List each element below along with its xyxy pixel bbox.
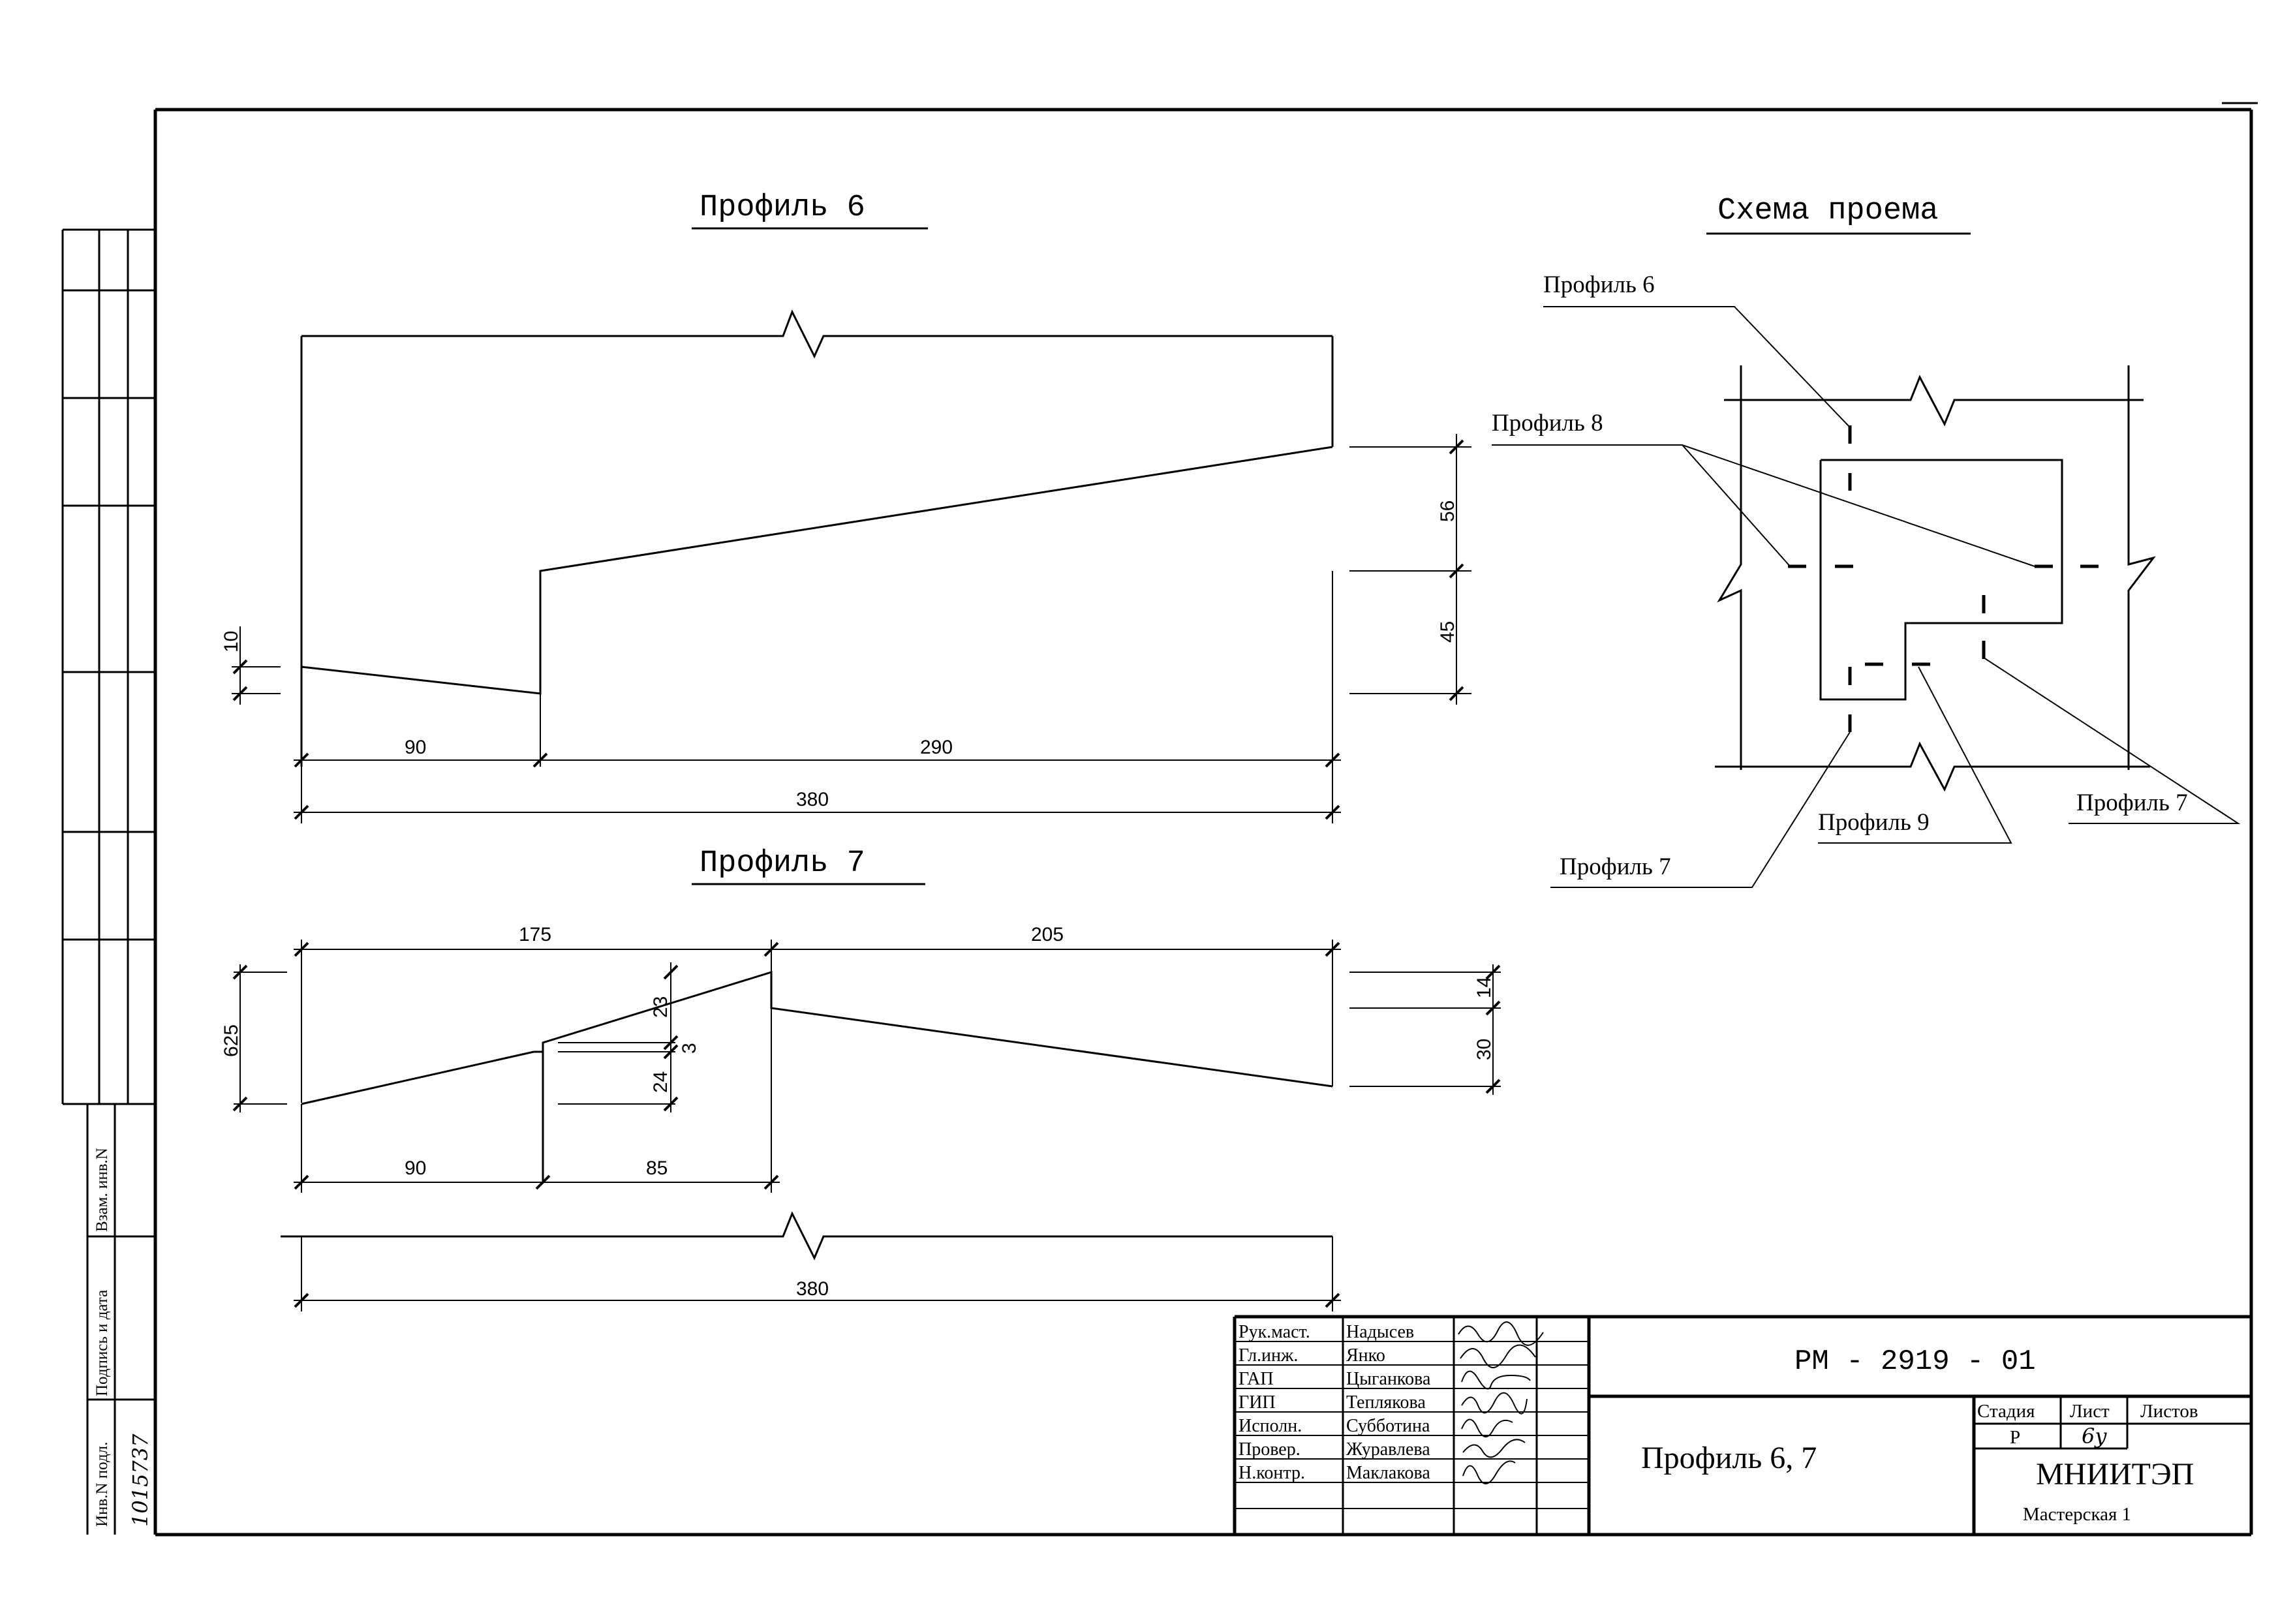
workshop-name: Мастерская 1	[2023, 1504, 2131, 1525]
role-0: Рук.маст.	[1239, 1322, 1310, 1342]
title-block: Рук.маст. Гл.инж. ГАП ГИП Исполн. Провер…	[1233, 1315, 2251, 1535]
inv-podl-label: Инв.N подл.	[93, 1442, 111, 1527]
scheme-title: Схема проема	[1717, 194, 1938, 228]
profile-6-dim-span-right: 290	[920, 737, 953, 758]
profile-7-dim-upper-step: 23	[650, 996, 671, 1018]
profile-6-drawing: Профиль 6 56 45 10 90 290	[221, 191, 1471, 823]
signature-date-label: Подпись и дата	[93, 1290, 111, 1396]
profile-7-dim-small-step: 3	[679, 1043, 700, 1054]
opening-scheme: Схема проема Профиль 6 Профиль	[1492, 194, 2241, 888]
profile-7-dim-left-height: 625	[221, 1024, 242, 1057]
profile-7-dim-top-left: 175	[519, 924, 551, 945]
profile-6-dim-left-offset: 10	[221, 631, 242, 652]
signatures-image	[1458, 1321, 1544, 1484]
vzam-inv-label: Взам. инв.N	[93, 1148, 111, 1232]
role-3: ГИП	[1239, 1392, 1276, 1413]
role-5: Провер.	[1239, 1439, 1300, 1460]
sheet-value: 6у	[2082, 1424, 2107, 1448]
profile-7-dim-right-upper: 14	[1473, 977, 1495, 998]
scheme-label-profile-9: Профиль 9	[1818, 809, 1930, 836]
profile-6-dim-span-left: 90	[405, 737, 426, 758]
name-6: Маклакова	[1346, 1463, 1430, 1483]
profile-7-dim-right-lower: 30	[1473, 1039, 1495, 1060]
profile-7-dim-bottom-mid: 85	[646, 1157, 668, 1179]
profile-7-dim-lower-step: 24	[650, 1071, 671, 1093]
name-1: Янко	[1346, 1345, 1385, 1366]
profile-7-title: Профиль 7	[700, 846, 865, 881]
organization-name: МНИИТЭП	[2036, 1457, 2194, 1492]
sheets-header: Листов	[2140, 1401, 2198, 1422]
stage-header: Стадия	[1977, 1401, 2035, 1422]
scheme-label-profile-7-left: Профиль 7	[1560, 853, 1671, 880]
role-6: Н.контр.	[1239, 1463, 1305, 1483]
sheet-header: Лист	[2070, 1401, 2110, 1422]
name-3: Теплякова	[1346, 1392, 1426, 1413]
role-1: Гл.инж.	[1239, 1345, 1298, 1366]
profile-7-dim-bottom-left: 90	[405, 1157, 426, 1179]
profile-6-dim-upper-rise: 56	[1437, 500, 1458, 522]
stage-value: Р	[2010, 1427, 2020, 1448]
name-0: Надысев	[1346, 1322, 1414, 1342]
name-4: Субботина	[1346, 1416, 1430, 1436]
role-4: Исполн.	[1239, 1416, 1302, 1436]
role-2: ГАП	[1239, 1369, 1274, 1389]
profile-7-dim-top-right: 205	[1031, 924, 1064, 945]
name-2: Цыганкова	[1346, 1369, 1431, 1389]
profile-6-dim-total: 380	[796, 789, 829, 810]
profile-7-dim-total: 380	[796, 1278, 829, 1300]
left-side-strip: Взам. инв.N Подпись и дата Инв.N подл. 1…	[61, 228, 155, 1535]
scheme-label-profile-7-right: Профиль 7	[2076, 789, 2188, 816]
scheme-label-profile-6: Профиль 6	[1543, 271, 1655, 298]
profile-6-dim-lower-rise: 45	[1437, 621, 1458, 643]
scheme-label-profile-8: Профиль 8	[1492, 410, 1603, 437]
inventory-number: 1015737	[128, 1433, 153, 1527]
document-code: РМ - 2919 - 01	[1794, 1345, 2036, 1378]
sheet-title: Профиль 6, 7	[1641, 1441, 1817, 1475]
profile-7-drawing: Профиль 7 175 205 625 23 3 24	[221, 846, 1501, 1311]
profile-6-title: Профиль 6	[700, 191, 865, 225]
name-5: Журавлева	[1346, 1439, 1430, 1460]
sheet-frame	[153, 102, 2258, 1537]
